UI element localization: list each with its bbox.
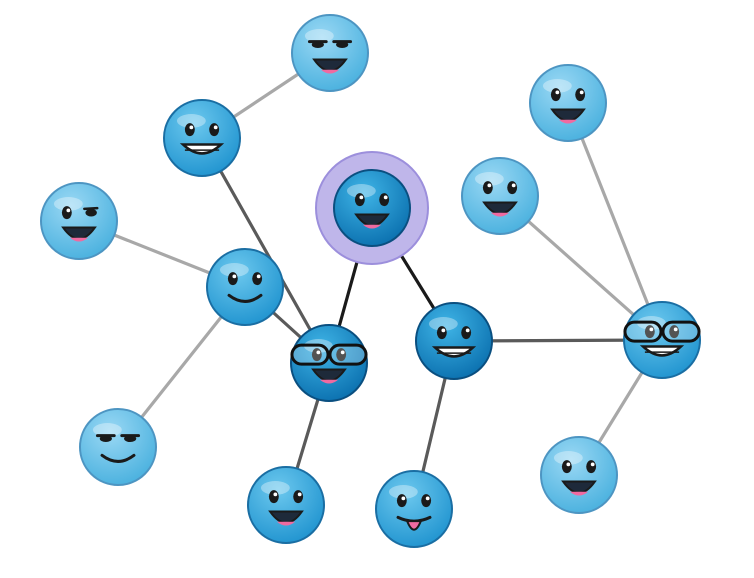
eyes <box>396 494 432 508</box>
node-toothy-middle[interactable] <box>415 302 493 380</box>
node-smirk-lower-left[interactable] <box>79 408 157 486</box>
avatar-face <box>529 64 607 142</box>
avatar-face <box>79 408 157 486</box>
eyes <box>307 40 353 49</box>
edge-glasses-left-to-toothy-upper-left <box>200 136 331 365</box>
node-grin-far-left[interactable] <box>40 182 118 260</box>
avatar-face <box>40 182 118 260</box>
mouth-toothy <box>431 346 477 358</box>
mouth-grin <box>561 480 597 496</box>
node-glasses-right[interactable] <box>623 301 701 379</box>
eyes <box>268 490 304 504</box>
gloss-highlight <box>474 172 504 186</box>
avatar-face <box>461 157 539 235</box>
gloss-highlight <box>304 29 334 43</box>
mouth-grin <box>354 213 390 229</box>
gloss-highlight <box>553 451 583 465</box>
avatar-face <box>206 248 284 326</box>
gloss-highlight <box>176 114 206 128</box>
eyes <box>227 272 263 286</box>
mouth-smile <box>227 293 263 303</box>
avatar-face <box>291 14 369 92</box>
eyes <box>550 88 586 102</box>
glasses-icon <box>623 320 701 343</box>
node-grin-top-right[interactable] <box>529 64 607 142</box>
gloss-highlight <box>53 197 83 211</box>
gloss-highlight <box>542 79 572 93</box>
gloss-highlight <box>92 423 122 437</box>
node-tongue-bottom[interactable] <box>375 470 453 548</box>
mouth-grin <box>268 510 304 526</box>
eyes <box>436 326 472 340</box>
avatar-face <box>415 302 493 380</box>
mouth-grin <box>482 201 518 217</box>
gloss-highlight <box>428 317 458 331</box>
avatar-face <box>163 99 241 177</box>
mouth-grin <box>312 58 348 74</box>
node-grin-lower-right[interactable] <box>540 436 618 514</box>
gloss-highlight <box>388 485 418 499</box>
node-center[interactable] <box>315 151 429 265</box>
avatar-face <box>247 466 325 544</box>
mouth-tongue <box>396 515 432 531</box>
mouth-grin <box>550 108 586 124</box>
eyes <box>95 434 141 443</box>
gloss-highlight <box>260 481 290 495</box>
edge-glasses-right-to-grin-top-right <box>566 101 664 342</box>
eyes <box>561 460 597 474</box>
eyes <box>644 325 680 339</box>
avatar-face <box>333 169 411 247</box>
node-grin-upper-right[interactable] <box>461 157 539 235</box>
mouth-toothy <box>179 143 225 155</box>
avatar-face <box>540 436 618 514</box>
gloss-highlight <box>346 184 376 198</box>
eyes <box>184 123 220 137</box>
node-grin-bottom-left[interactable] <box>247 466 325 544</box>
node-smug-top[interactable] <box>291 14 369 92</box>
node-smile-left[interactable] <box>206 248 284 326</box>
eyes <box>61 206 99 220</box>
eyes <box>482 181 518 195</box>
mouth-grin <box>311 368 347 384</box>
node-toothy-upper-left[interactable] <box>163 99 241 177</box>
gloss-highlight <box>219 263 249 277</box>
avatar-face <box>375 470 453 548</box>
eyes <box>354 193 390 207</box>
mouth-toothy <box>639 345 685 357</box>
mouth-grin <box>61 226 97 242</box>
glasses-icon <box>290 343 368 366</box>
eyes <box>311 348 347 362</box>
nodes-layer <box>40 14 701 548</box>
mouth-smile <box>100 453 136 463</box>
node-glasses-left[interactable] <box>290 324 368 402</box>
